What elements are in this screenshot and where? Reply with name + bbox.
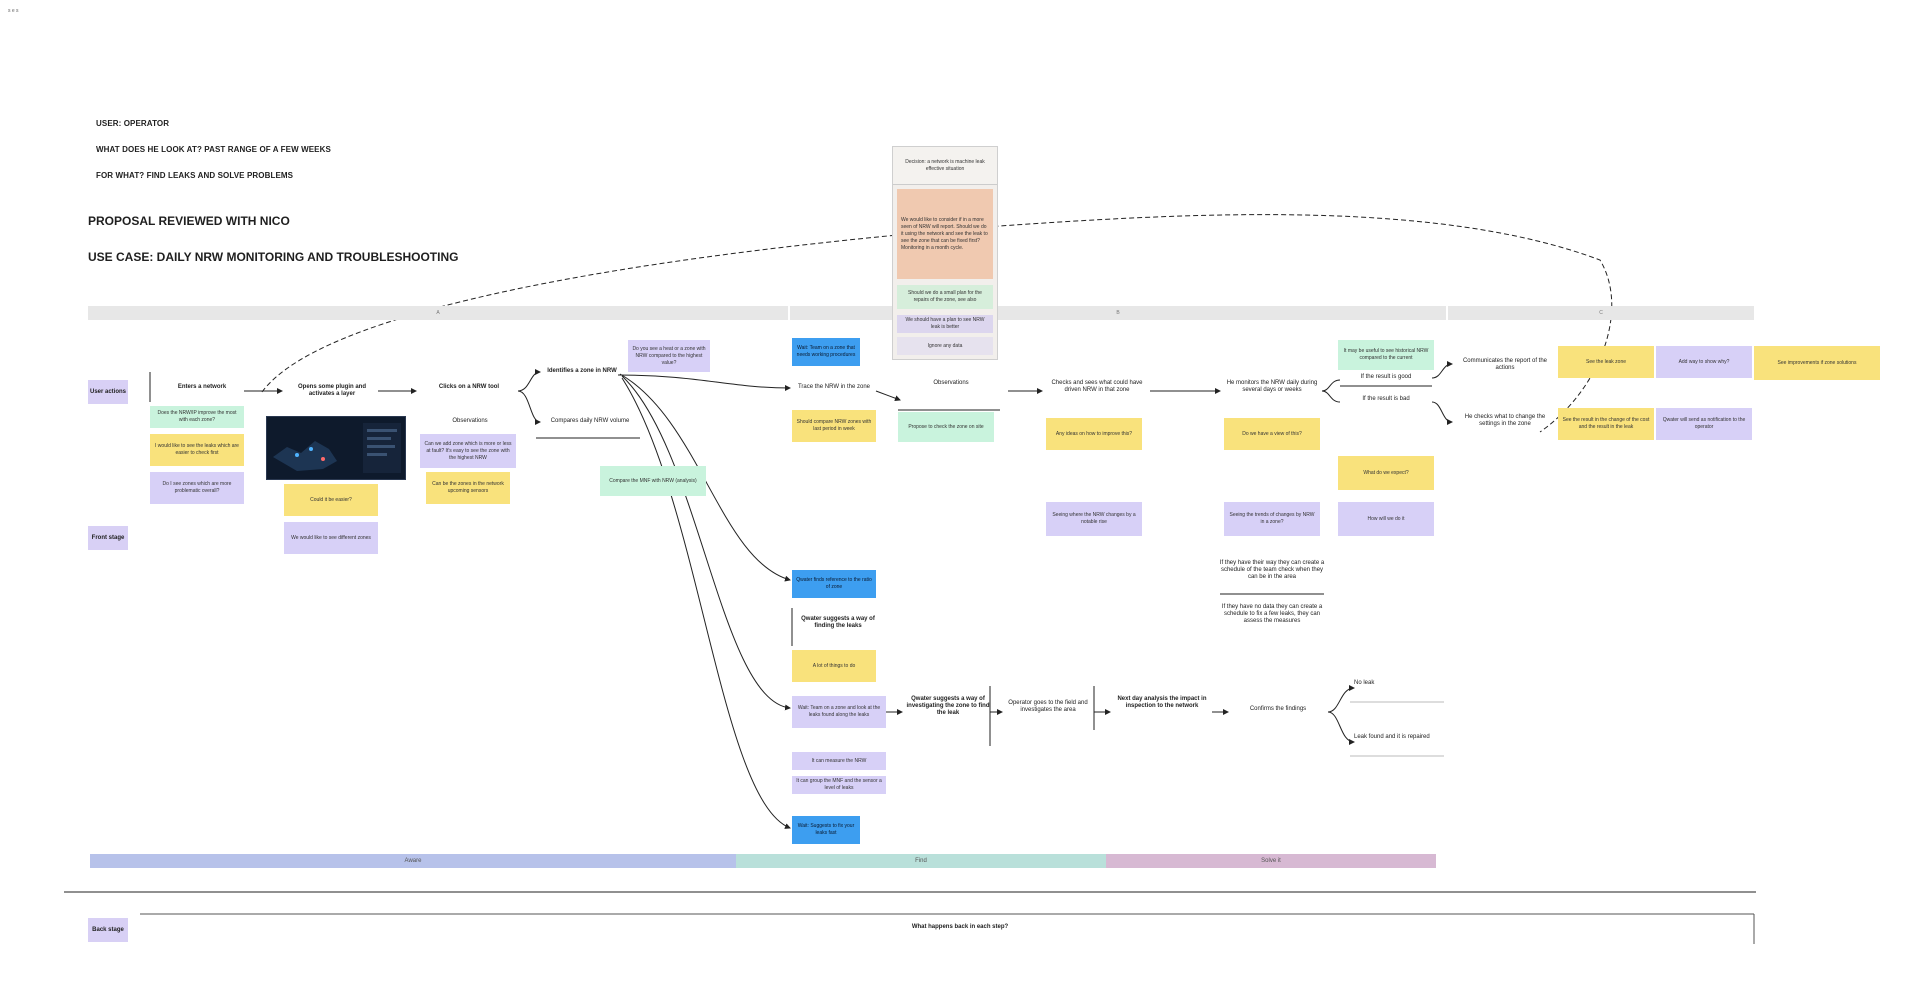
mock-panel-header: Decision: a network is machine leak effe… — [893, 147, 997, 185]
dashed-arc-connector — [261, 214, 1613, 433]
phase-find: Find — [736, 854, 1106, 868]
sticky-note: It can group the MNF and the sensor a le… — [792, 776, 886, 794]
step-nrw-daily: He monitors the NRW daily during several… — [1226, 380, 1318, 393]
mock-panel-orange: We would like to consider if in a more s… — [897, 189, 993, 279]
network-map-screenshot — [266, 416, 406, 480]
phase-solve: Solve it — [1106, 854, 1436, 868]
back-stage-question: What happens back in each step? — [911, 924, 1009, 930]
sticky-note: See the result in the change of the cost… — [1558, 408, 1654, 440]
sticky-note: Wait: Team on a zone and look at the lea… — [792, 696, 886, 728]
section-band-a: A — [88, 306, 788, 320]
corner-label: s e s — [8, 8, 19, 14]
sticky-note: Can be the zones in the network upcoming… — [426, 472, 510, 504]
sticky-note: Do I see zones which are more problemati… — [150, 472, 244, 504]
step-communicates: Communicates the report of the actions — [1462, 358, 1548, 371]
mock-panel: Decision: a network is machine leak effe… — [892, 146, 998, 360]
step-outcome-bad: If the result is bad — [1362, 396, 1410, 402]
sticky-note: Propose to check the zone on site — [898, 412, 994, 442]
step-confirms: Confirms the findings — [1249, 706, 1307, 712]
sticky-note: Compare the MNF with NRW (analysis) — [600, 466, 706, 496]
note-if-they-have-bad: If they have their way they can create a… — [1219, 560, 1325, 580]
mock-panel-purple-1: We should have a plan to see NRW leak is… — [897, 315, 993, 333]
step-leak-found: Leak found and it is repaired — [1354, 734, 1430, 740]
step-opens-plugin: Opens some plugin and activates a layer — [297, 384, 366, 397]
lane-label-back-stage: Back stage — [88, 918, 128, 942]
step-observations-b: Observations — [933, 380, 969, 386]
sticky-note: We would like to see different zones — [284, 522, 378, 554]
step-outcome-good: If the result is good — [1360, 374, 1412, 380]
sticky-note: Does the NRW/IP improve the most with ea… — [150, 406, 244, 428]
sticky-note: A lot of things to do — [792, 650, 876, 682]
step-qwater-segments: Qwater suggests a way of investigating t… — [906, 696, 990, 716]
sticky-note: Add way to show why? — [1656, 346, 1752, 378]
sticky-note: See improvements if zone solutions — [1754, 346, 1880, 380]
sticky-note: Seeing the trends of changes by NRW in a… — [1224, 502, 1320, 536]
sticky-note: Can we add zone which is more or less at… — [420, 434, 516, 468]
step-enters-network: Enters a network — [177, 384, 227, 390]
step-check-nrw: Checks and sees what could have driven N… — [1051, 380, 1143, 393]
section-band-c: C — [1448, 306, 1754, 320]
sticky-note: Qwater finds reference to the ratio of z… — [792, 570, 876, 598]
mock-panel-purple-2: Ignore any data — [897, 337, 993, 355]
sticky-note: Seeing where the NRW changes by a notabl… — [1046, 502, 1142, 536]
sticky-note: See the leak zone — [1558, 346, 1654, 378]
lane-label-front-stage: Front stage — [88, 526, 128, 550]
mock-panel-green: Should we do a small plan for the repair… — [897, 285, 993, 309]
title-proposal: PROPOSAL REVIEWED WITH NICO — [88, 214, 290, 228]
sticky-note: What do we expect? — [1338, 456, 1434, 490]
sticky-note: How will we do it — [1338, 502, 1434, 536]
step-no-leak: No leak — [1354, 680, 1375, 686]
step-observations-a: Observations — [452, 418, 488, 424]
step-create-work: He checks what to change the settings in… — [1464, 414, 1546, 427]
step-qwater-leaks: Qwater suggests a way of finding the lea… — [801, 616, 875, 629]
lane-label-user-actions: User actions — [88, 380, 128, 404]
note-if-no-data: If they have no data they can create a s… — [1221, 604, 1323, 624]
sticky-note: Wait: Suggests to fix your leaks fast — [792, 816, 860, 844]
header-for-what: FOR WHAT? FIND LEAKS AND SOLVE PROBLEMS — [96, 171, 294, 180]
sticky-note: It may be useful to see historical NRW c… — [1338, 340, 1434, 370]
sticky-note: It can measure the NRW — [792, 752, 886, 770]
sticky-note: Any ideas on how to improve this? — [1046, 418, 1142, 450]
step-clicks-nrw: Clicks on a NRW tool — [438, 384, 500, 390]
step-daily-analysis: Next day analysis the impact in inspecti… — [1117, 696, 1207, 709]
step-compares-nrw: Compares daily NRW volume — [550, 418, 630, 424]
step-trace-nrw: Trace the NRW in the zone — [797, 384, 871, 390]
sticky-note: Should compare NRW zones with last perio… — [792, 410, 876, 442]
header-look-at: WHAT DOES HE LOOK AT? PAST RANGE OF A FE… — [96, 145, 331, 154]
sticky-note: Could it be easier? — [284, 484, 378, 516]
sticky-note: Do you see a heat or a zone with NRW com… — [628, 340, 710, 372]
sticky-note: Wait: Team on a zone that needs working … — [792, 338, 860, 366]
title-use-case: USE CASE: DAILY NRW MONITORING AND TROUB… — [88, 250, 459, 264]
step-identifies-nrw: Identifies a zone in NRW — [547, 368, 617, 374]
section-band-b: B — [790, 306, 1446, 320]
sticky-note: I would like to see the leaks which are … — [150, 434, 244, 466]
header-user: USER: OPERATOR — [96, 119, 170, 128]
sticky-note: Qwater will send as notification to the … — [1656, 408, 1752, 440]
phase-aware: Aware — [90, 854, 736, 868]
step-operator-goes: Operator goes to the field and investiga… — [1008, 700, 1088, 713]
sticky-note: Do we have a view of this? — [1224, 418, 1320, 450]
